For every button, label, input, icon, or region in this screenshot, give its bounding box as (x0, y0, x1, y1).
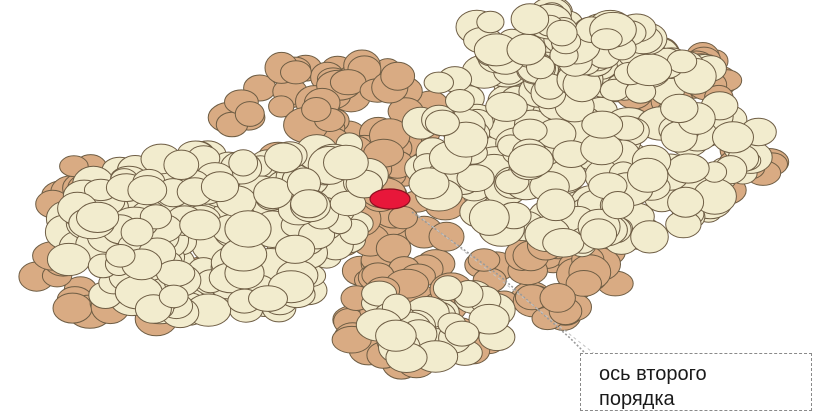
atom-sphere (508, 144, 553, 177)
atom-sphere (477, 11, 504, 32)
atom-sphere (77, 202, 119, 232)
axis-label-line1: ось второго (599, 362, 811, 387)
atom-sphere (229, 150, 258, 176)
atom-sphere (445, 321, 479, 346)
atom-sphere (389, 206, 418, 228)
axis-label: ось второго порядка (580, 353, 812, 411)
atom-sphere (235, 102, 264, 127)
atom-sphere (128, 176, 167, 205)
atom-sphere (661, 94, 698, 122)
atom-sphere (425, 110, 459, 136)
atom-sphere (265, 143, 303, 173)
atom-sphere (433, 276, 462, 301)
atom-sphere (667, 154, 709, 183)
atom-sphere (53, 293, 92, 323)
atom-sphere (164, 150, 199, 179)
atom-sphere (201, 172, 238, 202)
atom-sphere (547, 20, 577, 46)
atom-sphere (324, 145, 369, 180)
atom-sphere (156, 260, 194, 286)
atom-sphere (631, 221, 669, 253)
atom-sphere (254, 178, 293, 209)
atom-sphere (468, 249, 500, 271)
atom-sphere (628, 158, 668, 192)
atom-sphere (582, 111, 623, 138)
atom-sphere (381, 62, 415, 90)
atom-sphere (281, 61, 312, 84)
active-site-marker (370, 189, 410, 209)
atom-sphere (302, 98, 331, 122)
atom-sphere (276, 235, 315, 263)
atom-sphere (511, 4, 549, 35)
atom-sphere (376, 320, 417, 351)
atom-sphere (159, 285, 188, 308)
atom-sphere (121, 218, 153, 246)
atom-sphere (424, 72, 453, 93)
atom-sphere (469, 200, 509, 235)
atom-sphere (47, 243, 90, 275)
atom-sphere (225, 211, 271, 247)
atom-sphere (507, 34, 546, 65)
atom-sphere (180, 210, 221, 240)
atom-sphere (429, 222, 464, 251)
atom-sphere (602, 192, 634, 219)
atom-sphere (540, 284, 575, 313)
atom-sphere (713, 122, 754, 153)
atom-sphere (106, 245, 135, 268)
atom-sphere (591, 29, 622, 50)
atom-sphere (537, 189, 575, 221)
atom-sphere (543, 229, 584, 258)
atom-sphere (446, 90, 475, 113)
light-subunit-atoms (45, 0, 776, 372)
atom-sphere (627, 54, 671, 86)
atom-sphere (291, 190, 328, 218)
axis-label-line2: порядка (599, 387, 811, 412)
atom-sphere (668, 187, 704, 217)
atom-sphere (486, 92, 528, 121)
atom-sphere (581, 219, 617, 249)
atom-sphere (249, 286, 288, 312)
